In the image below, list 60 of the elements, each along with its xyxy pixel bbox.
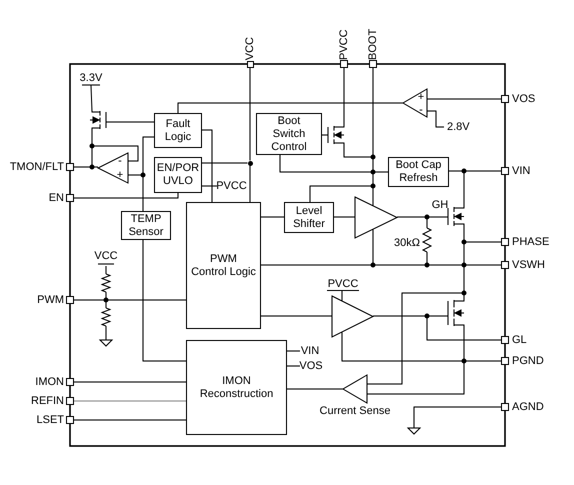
polarity-sign: - (118, 155, 122, 167)
pin-label: EN (48, 192, 64, 204)
polarity-sign: + (418, 91, 424, 103)
signal-label: PVCC (217, 180, 246, 192)
wire (286, 388, 344, 390)
logic-block (186, 202, 261, 329)
resistor-value: 30kΩ (394, 237, 420, 249)
polarity-sign: - (419, 104, 423, 116)
pin-label: TMON/FLT (10, 161, 64, 173)
amplifier-triangle (403, 89, 427, 117)
logic-block (121, 211, 171, 240)
signal-label: PVCC (327, 277, 359, 291)
block-label: EN/POR UVLO (156, 162, 200, 188)
logic-block (284, 202, 334, 233)
pin-label: IMON (35, 376, 64, 388)
block-label: Boot Switch Control (270, 114, 308, 154)
junction-dot (248, 160, 252, 166)
pin-label: BOOT (367, 28, 379, 60)
pin-label: REFIN (31, 395, 64, 407)
amplifier-triangle (332, 296, 373, 337)
wire (334, 216, 356, 218)
polarity-sign: + (116, 169, 124, 181)
logic-block (154, 157, 202, 193)
signal-label: GH (432, 199, 448, 211)
voltage-label: VCC (94, 250, 118, 262)
block-label: Boot Cap Refresh (394, 159, 442, 185)
pin-label: VIN (512, 165, 530, 177)
signal-label: VOS (300, 360, 322, 372)
pin-label: PGND (512, 355, 544, 367)
wire (202, 130, 212, 202)
wire (260, 216, 284, 218)
block-label: IMON Reconstruction (198, 374, 274, 400)
amplifier-triangle (355, 197, 397, 238)
block-label: Level Shifter (292, 204, 326, 230)
pin-label: LSET (36, 414, 64, 426)
pin-label: PHASE (512, 236, 550, 248)
logic-block (154, 113, 202, 148)
block-label: Fault Logic (164, 118, 192, 144)
pin-label: PVCC (338, 29, 350, 60)
voltage-label: 3.3V (80, 72, 102, 84)
pin-label: VCC (244, 36, 256, 60)
wire (286, 350, 300, 352)
pin-label: GL (512, 334, 527, 346)
wire (342, 332, 464, 394)
pin-label: VOS (512, 93, 536, 105)
pin-label: PWM (37, 294, 64, 306)
wire (142, 240, 186, 362)
pin-label: VSWH (512, 259, 545, 271)
pin-label: AGND (512, 401, 544, 413)
block-label: TEMP Sensor (128, 212, 164, 238)
voltage-label: 2.8V (447, 121, 470, 133)
amplifier-caption: Current Sense (320, 405, 390, 417)
block-label: PWM Control Logic (191, 252, 256, 278)
wire (178, 102, 404, 114)
logic-block (186, 340, 287, 435)
logic-block (388, 157, 449, 187)
logic-block (256, 113, 322, 155)
signal-label: VIN (300, 345, 320, 357)
amplifier-triangle (98, 153, 128, 183)
wire (202, 162, 248, 164)
